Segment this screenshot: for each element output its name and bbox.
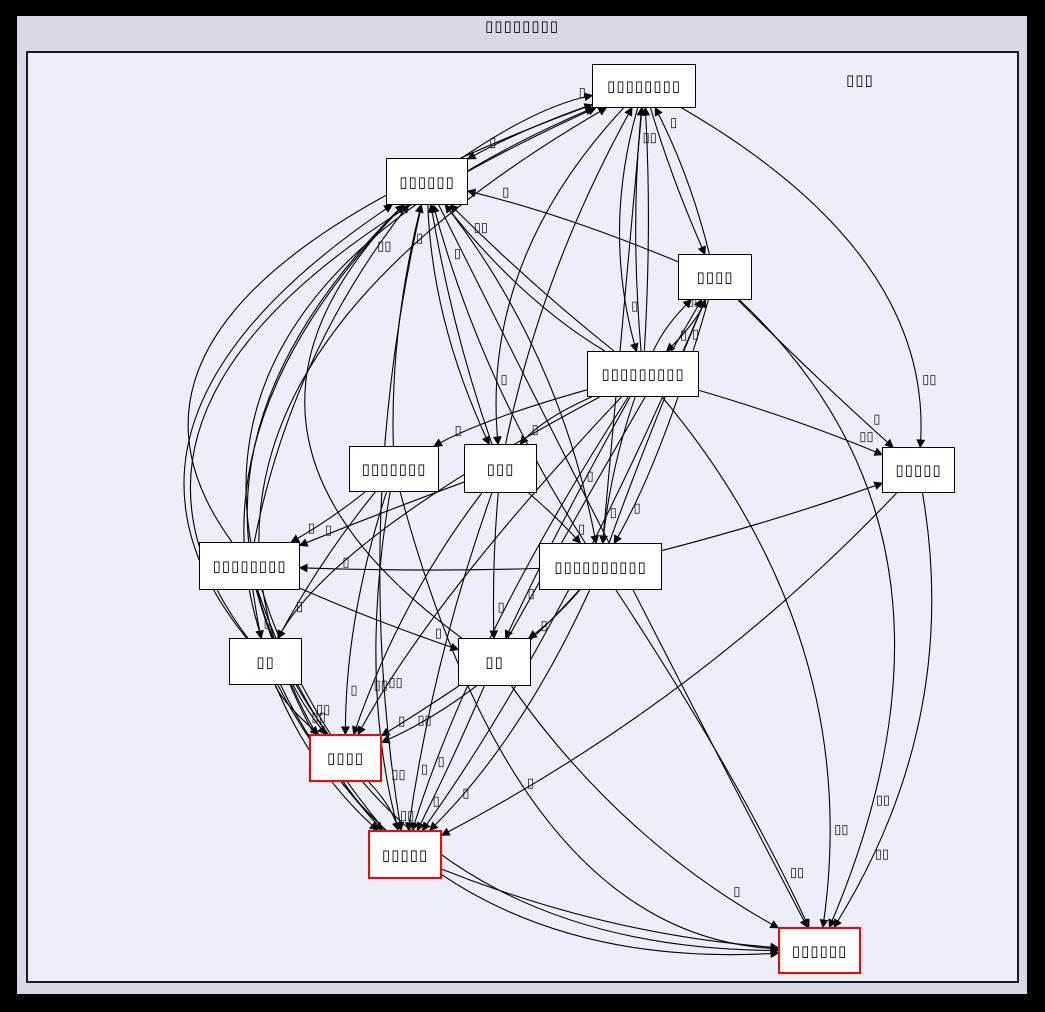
graph-node-n12[interactable]: ▯▯▯▯ — [309, 734, 382, 782]
graph-node-n7[interactable]: ▯▯▯▯▯ — [882, 447, 955, 493]
graph-node-n11[interactable]: ▯▯ — [458, 638, 531, 686]
graph-node-n9[interactable]: ▯▯▯▯▯▯▯▯▯▯ — [539, 543, 662, 590]
graph-node-n4[interactable]: ▯▯▯▯▯▯▯▯▯ — [587, 351, 699, 397]
inner-cluster-label: ▯▯▯ — [846, 71, 874, 89]
graph-node-n5[interactable]: ▯▯▯▯▯▯▯ — [349, 446, 439, 492]
graph-node-n3[interactable]: ▯▯▯▯ — [678, 254, 752, 300]
graph-node-n14[interactable]: ▯▯▯▯▯▯ — [778, 927, 861, 974]
graph-node-n2[interactable]: ▯▯▯▯▯▯ — [386, 158, 468, 205]
graph-node-n6[interactable]: ▯▯▯ — [464, 444, 537, 493]
graph-node-n8[interactable]: ▯▯▯▯▯▯▯▯ — [199, 542, 300, 590]
graph-node-n10[interactable]: ▯▯ — [229, 638, 302, 685]
graph-node-n13[interactable]: ▯▯▯▯▯ — [368, 830, 442, 879]
graph-node-n1[interactable]: ▯▯▯▯▯▯▯▯ — [592, 64, 696, 108]
graph-title: ▯▯▯▯▯▯▯▯ — [484, 17, 560, 35]
